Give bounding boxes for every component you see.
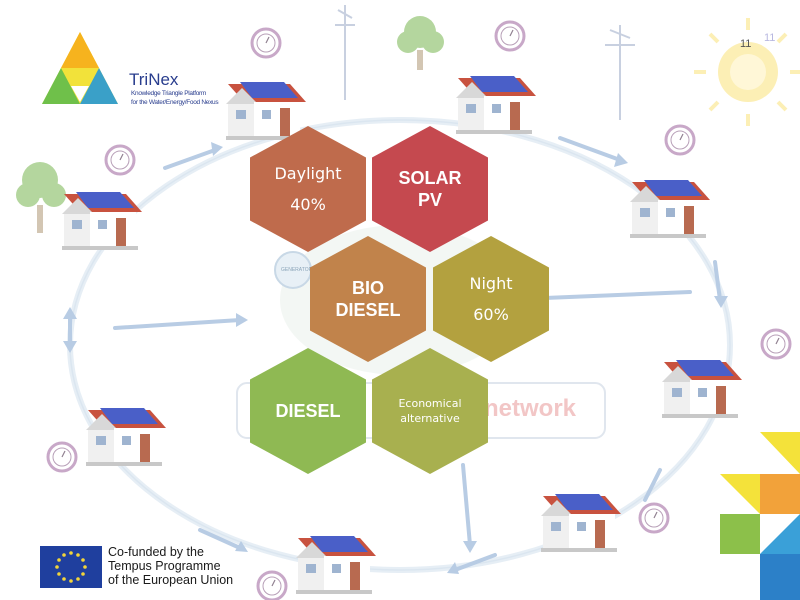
corner-decoration [720,432,800,600]
funding-line3: of the European Union [108,573,234,587]
hexagon-economical-line1: Economical [398,397,462,410]
logo-subtitle-line2: for the Water/Energy/Food Nexus [131,99,219,106]
hexagon-diesel: DIESEL [250,348,366,474]
eu-flag-icon [40,546,102,588]
funding-statement: Co-funded by the Tempus Programme of the… [108,545,233,587]
hexagon-bio-diesel-line2: DIESEL [335,300,401,320]
hexagon-daylight-line2: 40% [290,195,326,214]
hexagon-daylight-line1: Daylight [274,164,342,183]
funding-line2: Tempus Programme [108,559,221,573]
hexagon-bio-diesel-line1: BIO [351,278,384,298]
logo-title: TriNex [129,70,179,89]
logo-subtitle-line1: Knowledge Triangle Platform [131,90,207,97]
page-number: 11 [740,38,752,50]
generator-label: GENERATOR [281,267,313,273]
hexagon-solar-pv-line1: SOLAR [398,168,462,188]
hexagon-night-line1: Night [469,274,513,293]
trinex-logo-mark [42,32,118,104]
hexagon-economical-line2: alternative [400,412,460,425]
hexagon-solar-pv-line2: PV [417,190,442,210]
funding-line1: Co-funded by the [108,545,204,559]
hexagon-bio-diesel: BIO DIESEL [310,236,426,362]
hexagon-night-line2: 60% [473,305,509,324]
hexagon-daylight: Daylight 40% [250,126,366,252]
hexagon-solar-pv: SOLAR PV [372,126,488,252]
network-background-text: network [484,395,577,422]
hexagon-economical-alternative: Economical alternative [372,348,488,474]
page-number-shadow: 11 [764,32,776,44]
hexagon-diesel-line1: DIESEL [275,401,341,421]
